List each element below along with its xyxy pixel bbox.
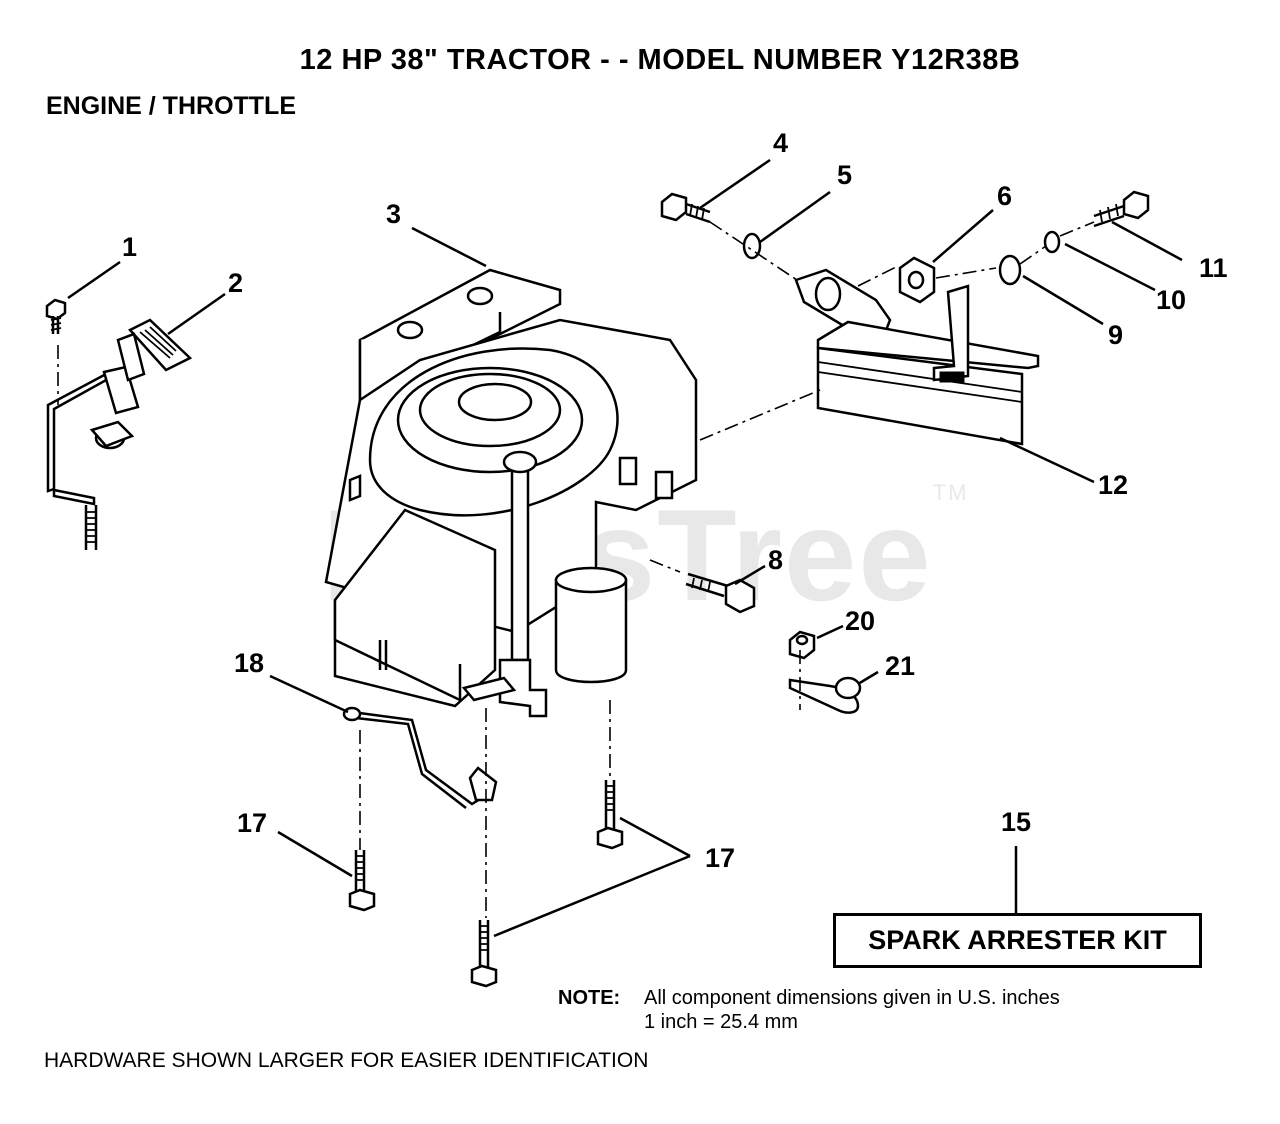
callout-4: 4 (773, 128, 789, 158)
part-1-screw[interactable] (45, 298, 67, 334)
callout-12: 12 (1098, 470, 1129, 500)
callout-10: 10 (1156, 285, 1187, 315)
part-10-lockwasher[interactable] (1043, 230, 1061, 254)
part-21-clamp[interactable] (788, 676, 862, 714)
part-17-bolt-bottom[interactable] (470, 920, 498, 988)
callout-8: 8 (768, 545, 784, 575)
part-6-gasket[interactable] (898, 256, 936, 304)
callout-17-left: 17 (237, 808, 268, 838)
note-text-1: All component dimensions given in U.S. i… (644, 987, 1060, 1009)
section-subtitle: ENGINE / THROTTLE (46, 92, 296, 120)
part-11-bolt[interactable] (1093, 190, 1150, 228)
note-text-2: 1 inch = 25.4 mm (644, 1011, 798, 1033)
diagram-title: 12 HP 38" TRACTOR - - MODEL NUMBER Y12R3… (299, 44, 1021, 76)
callout-1: 1 (122, 232, 138, 262)
callout-17-right: 17 (705, 843, 736, 873)
part-3-engine[interactable] (324, 268, 698, 718)
leader-lines (67, 158, 1183, 938)
dimension-note: NOTE: All component dimensions given in U… (558, 986, 1060, 1034)
callout-18: 18 (234, 648, 265, 678)
part-9-washer[interactable] (998, 254, 1022, 286)
callout-21: 21 (885, 651, 916, 681)
part-12-muffler[interactable] (816, 284, 1040, 446)
callout-6: 6 (997, 181, 1013, 211)
callout-9: 9 (1108, 320, 1124, 350)
part-18-link[interactable] (342, 706, 498, 809)
part-4-bolt[interactable] (660, 192, 711, 224)
note-line-1: NOTE: All component dimensions given in U… (558, 986, 1060, 1010)
callout-2: 2 (228, 268, 244, 298)
part-17-bolt-middle[interactable] (596, 780, 624, 850)
assembly-lines (359, 221, 1095, 918)
note-label: NOTE: (558, 987, 621, 1009)
callout-20: 20 (845, 606, 876, 636)
callout-15: 15 (1001, 807, 1032, 837)
part-20-nut[interactable] (788, 630, 816, 660)
part-2-throttle-control[interactable] (46, 318, 193, 550)
part-8-bolt[interactable] (685, 572, 756, 614)
hardware-footnote: HARDWARE SHOWN LARGER FOR EASIER IDENTIF… (44, 1049, 649, 1072)
part-17-bolt-left[interactable] (348, 850, 376, 912)
callout-3: 3 (386, 199, 402, 229)
spark-arrester-kit-box[interactable]: SPARK ARRESTER KIT (833, 913, 1202, 968)
callout-5: 5 (837, 160, 853, 190)
callout-11: 11 (1199, 253, 1228, 283)
